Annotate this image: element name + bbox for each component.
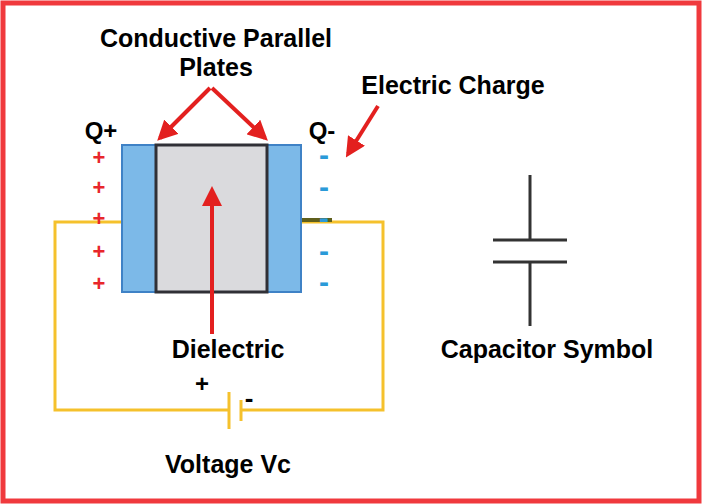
terminal-sign: + [195,370,209,398]
terminal-sign: - [245,384,254,414]
part-label: Capacitor Symbol [441,335,654,364]
leader-arrow [348,106,378,154]
part-label: Electric Charge [361,71,544,100]
left-plate [122,145,158,292]
symbol-lead [529,175,532,240]
symbol-lead [529,262,532,326]
plus-charge: + [93,206,106,231]
leader-arrow [210,190,214,334]
plus-charge: + [93,239,106,264]
battery-negative-plate [240,400,243,421]
plus-charge: + [93,175,106,200]
leader-arrow [160,88,210,138]
minus-charge: - [319,234,329,269]
minus-charge: - [319,201,329,236]
minus-charge: - [319,138,329,173]
frame-border [3,3,699,501]
right-plate [265,145,301,292]
charge-label: Q+ [85,117,118,145]
minus-charge: - [319,170,329,205]
part-label: Conductive Parallel Plates [71,24,361,82]
part-label: Dielectric [172,335,285,364]
minus-charge: - [319,265,329,300]
leader-arrow [212,88,265,138]
part-label: Voltage Vc [165,450,291,479]
plus-charge: + [93,145,106,170]
battery-positive-plate [228,392,231,429]
symbol-plate [493,239,567,242]
plus-charge: + [93,271,106,296]
